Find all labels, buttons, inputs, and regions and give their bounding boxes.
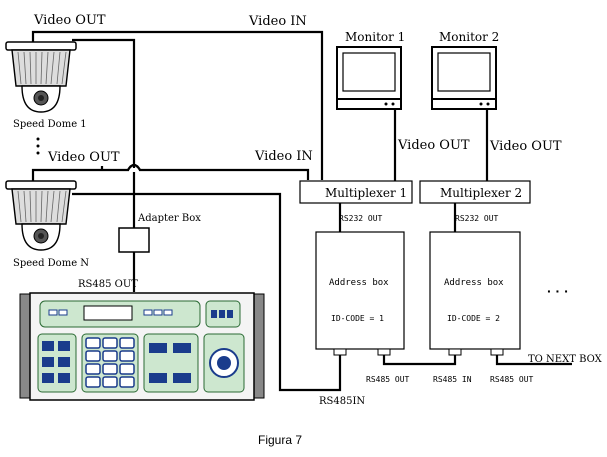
label-address-box-1: Address box [329,278,389,288]
label-address-box-2: Address box [444,278,504,288]
wire-addr1-addr2 [382,355,457,366]
label-rs232-out-1: RS232 OUT [339,214,383,223]
label-to-next-box: TO NEXT BOX [528,354,603,365]
address-box-1-port-out [377,348,391,356]
control-keyboard [19,292,265,401]
address-box-2-port-out [490,348,504,356]
label-multiplexer-2: Multiplexer 2 [440,186,522,200]
label-id-code-2: ID-CODE = 2 [447,314,500,323]
monitor-2 [431,46,497,110]
speed-dome-1 [5,41,77,113]
label-adapter-box: Adapter Box [137,213,201,224]
adapter-box [118,227,150,253]
address-box-2 [429,231,521,350]
label-speed-dome-n: Speed Dome N [13,258,89,269]
label-rs485-in-keyboard: RS485IN [319,396,365,407]
address-box-1 [315,231,405,350]
wire-hop-arc [127,163,141,171]
label-video-out-top: Video OUT [33,13,106,28]
label-video-out-mon2: Video OUT [489,139,562,154]
dome-ellipsis [36,137,40,155]
label-video-out-mid: Video OUT [47,150,120,165]
speed-dome-n [5,180,77,251]
label-ellipsis: · · · [547,283,569,299]
wire-video-dome1 [31,30,324,180]
figure-caption: Figura 7 [258,433,302,447]
label-video-in-top: Video IN [248,14,307,29]
label-rs485-in-box2: RS485 IN [433,375,472,384]
wire-ctrl-domeN [72,192,342,392]
multiplexer-2 [419,180,531,204]
address-box-1-port-in [333,348,347,356]
label-monitor-2: Monitor 2 [439,30,499,44]
label-id-code-1: ID-CODE = 1 [331,314,384,323]
wire-to-next [495,355,572,366]
label-video-out-mon1: Video OUT [397,138,470,153]
wire-ctrl-dome1 [72,38,136,228]
wires [31,30,572,392]
label-rs485-out-box2: RS485 OUT [490,375,534,384]
address-box-2-port-in [448,348,462,356]
label-video-in-mid: Video IN [254,149,313,164]
label-monitor-1: Monitor 1 [345,30,405,44]
label-rs485-out-keyboard: RS485 OUT [78,279,138,290]
label-multiplexer-1: Multiplexer 1 [325,186,407,200]
multiplexer-1 [299,180,413,204]
monitor-1 [336,46,402,110]
label-rs485-out-box1: RS485 OUT [366,375,410,384]
label-rs232-out-2: RS232 OUT [455,214,499,223]
label-speed-dome-1: Speed Dome 1 [13,119,87,130]
